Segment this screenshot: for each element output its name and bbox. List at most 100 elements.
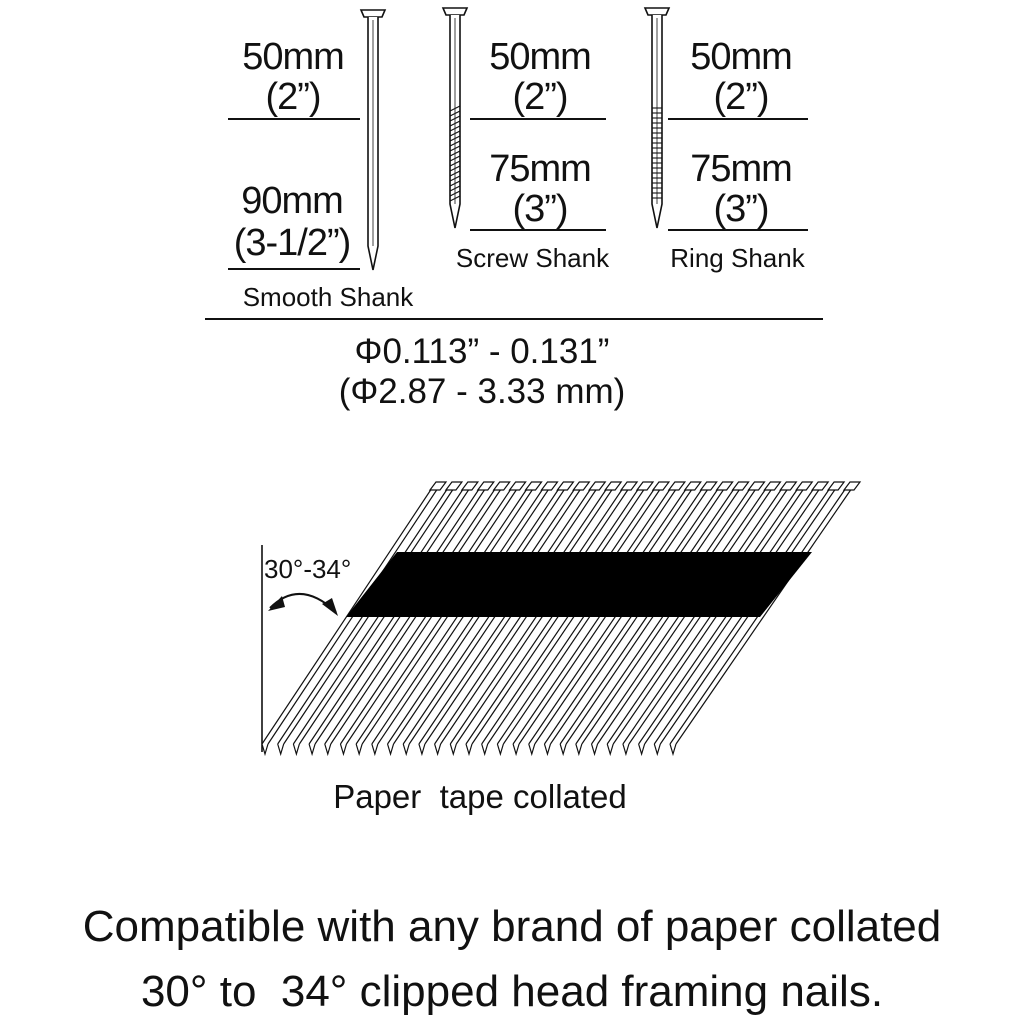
strip-nail-head (795, 481, 814, 491)
strip-nail-point (465, 743, 473, 757)
ring-label: Ring Shank (670, 243, 805, 273)
strip-nail-point (371, 743, 379, 757)
smooth-divider-2 (228, 268, 360, 270)
screw-shank-nail-thread (449, 105, 461, 112)
screw-shank-nail-thread (449, 115, 461, 122)
strip-caption: Paper tape collated (333, 778, 627, 815)
ring-shank-nail-head (643, 7, 671, 16)
strip-nail-edge (675, 487, 853, 745)
strip-nail (308, 481, 495, 757)
strip-nail (277, 481, 464, 757)
strip-nail-head (524, 481, 543, 491)
screw-shank-nail-thread (449, 145, 461, 152)
strip-nail (292, 481, 480, 757)
strip-nail-point (669, 743, 677, 757)
strip-nail-head (492, 481, 511, 491)
ring-len2-mm: 75mm (690, 148, 793, 190)
strip-nail-point (261, 743, 269, 757)
screw-shank-nail-thread (449, 170, 461, 177)
angle-label: 30°-34° (264, 554, 352, 584)
strip-nail-point (653, 743, 661, 757)
strip-nail-point (324, 743, 332, 757)
ring-shank-nail-threads (652, 107, 662, 199)
smooth-shank-nail-head (359, 9, 387, 18)
strip-nail-head (826, 481, 846, 491)
strip-nail-point (277, 743, 285, 757)
paper-tape-band (346, 552, 812, 617)
strip-nail (324, 481, 511, 757)
nail-illustrations (359, 7, 671, 271)
screw-shank-nail-thread (449, 150, 461, 157)
strip-nail (261, 481, 448, 757)
ring-len2-in: (3”) (713, 188, 769, 230)
strip-nail-head (683, 481, 702, 491)
screw-len1-mm: 50mm (489, 36, 592, 78)
strip-nail-head (603, 481, 623, 491)
screw-shank-nail-thread (449, 165, 461, 172)
strip-nail-point (559, 743, 567, 757)
screw-shank-nail-thread (449, 110, 461, 117)
strip-nail-head (428, 481, 448, 491)
strip-nail-head (635, 481, 655, 491)
strip-nail-point (543, 743, 552, 757)
smooth-len1-in: (2”) (265, 76, 321, 118)
screw-len2-mm: 75mm (489, 148, 592, 190)
strip-nail-head (540, 481, 559, 491)
strip-nail-head (619, 481, 639, 491)
strip-nail-head (667, 481, 687, 491)
screw-shank-nail-thread (449, 185, 461, 192)
strip-nail-head (715, 481, 734, 491)
strip-nail-head (731, 481, 750, 491)
smooth-shank-nail (359, 9, 387, 271)
smooth-divider-1 (228, 118, 360, 120)
smooth-label: Smooth Shank (242, 282, 414, 312)
strip-nail (339, 481, 527, 757)
ring-divider-1 (668, 118, 808, 120)
angle-arrowhead-right (322, 598, 338, 616)
strip-nail-point (355, 743, 363, 757)
screw-shank-nail-thread (449, 175, 461, 182)
strip-nail-head (651, 481, 671, 491)
ring-len1-in: (2”) (713, 76, 769, 118)
strip-nail-head (588, 481, 607, 491)
strip-nail-point (496, 743, 504, 757)
screw-shank-nail-thread (449, 120, 461, 127)
screw-label: Screw Shank (455, 243, 610, 273)
screw-len2-in: (3”) (512, 188, 568, 230)
screw-shank-nail-thread (449, 140, 461, 147)
screw-shank-nail-thread (449, 130, 461, 137)
strip-nail-point (528, 743, 536, 757)
strip-nail-point (449, 743, 457, 757)
strip-nail-head (779, 481, 798, 491)
ring-divider-2 (668, 229, 808, 231)
strip-nail-head (747, 481, 766, 491)
screw-shank-nail-head (441, 7, 469, 16)
strip-nail-point (590, 743, 599, 757)
strip-nail-head (556, 481, 575, 491)
angle-arrowhead-left (268, 596, 285, 611)
diameter-divider (205, 318, 823, 320)
screw-shank-nail-thread (449, 195, 461, 202)
screw-shank-nail-thread (449, 190, 461, 197)
strip-nail-head (842, 481, 862, 491)
strip-nail-head (763, 481, 782, 491)
strip-nail-head (460, 481, 480, 491)
screw-shank-nail-thread (449, 180, 461, 187)
screw-shank-nail-thread (449, 125, 461, 132)
screw-shank-nail-thread (449, 135, 461, 142)
screw-divider-1 (470, 118, 606, 120)
strip-nail-point (308, 743, 316, 757)
compatibility-line-2: 30° to 34° clipped head framing nails. (140, 967, 884, 1016)
diameter-inch: Φ0.113” - 0.131” (354, 332, 610, 371)
screw-shank-nail-thread (449, 155, 461, 162)
strip-nail-head (476, 481, 495, 491)
smooth-len2-in: (3-1/2”) (233, 222, 352, 264)
strip-nail-head (572, 481, 591, 491)
screw-shank-nail-thread (449, 160, 461, 167)
screw-len1-in: (2”) (512, 76, 568, 118)
strip-nail-point (434, 743, 442, 757)
strip-nail-point (622, 743, 630, 757)
compatibility-line-1: Compatible with any brand of paper colla… (82, 902, 942, 951)
strip-nail-point (606, 743, 614, 757)
